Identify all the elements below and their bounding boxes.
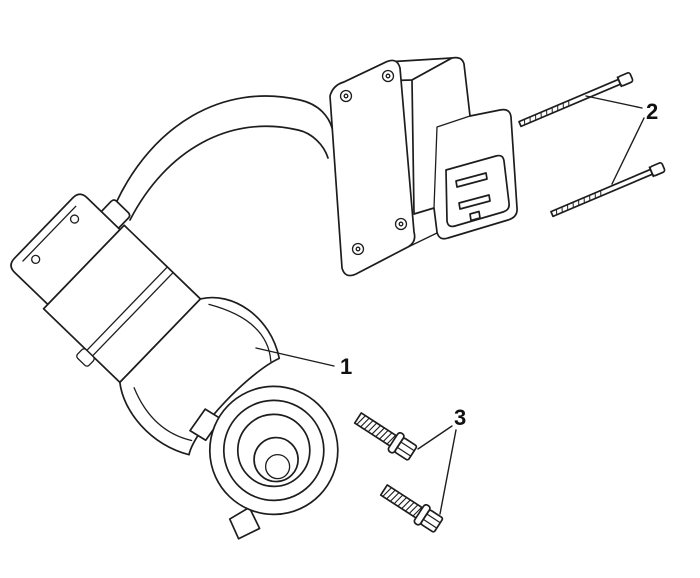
callout-label-1: 1 [340,354,353,379]
callout-1-leader-line [255,347,335,367]
callout-3-leader-lines [417,425,457,515]
wire-harness [115,95,334,221]
mounting-ear-bottom [228,506,261,540]
flange-bolt-1 [351,407,420,464]
callout-2-leader-lines [585,95,645,185]
rear-end-cap [10,193,121,306]
mounting-ear-left [189,408,222,442]
drive-housing-dome [119,296,281,456]
flange-screw-bosses [339,69,408,256]
long-bolt-2 [549,161,667,220]
terminal-stub [99,199,131,231]
terminal-blade-2 [458,194,491,210]
terminal-tab [469,210,481,222]
flange-bolt-2 [377,479,446,536]
pinion-face-circles [208,385,339,516]
starter-motor-drawing [10,193,339,540]
callout-label-2: 2 [646,99,659,124]
long-bolt-1 [517,71,635,130]
terminal-blade-1 [455,172,488,188]
magnetic-switch-drawing [329,56,518,277]
callout-label-3: 3 [454,405,467,430]
mounting-flange [329,59,416,277]
